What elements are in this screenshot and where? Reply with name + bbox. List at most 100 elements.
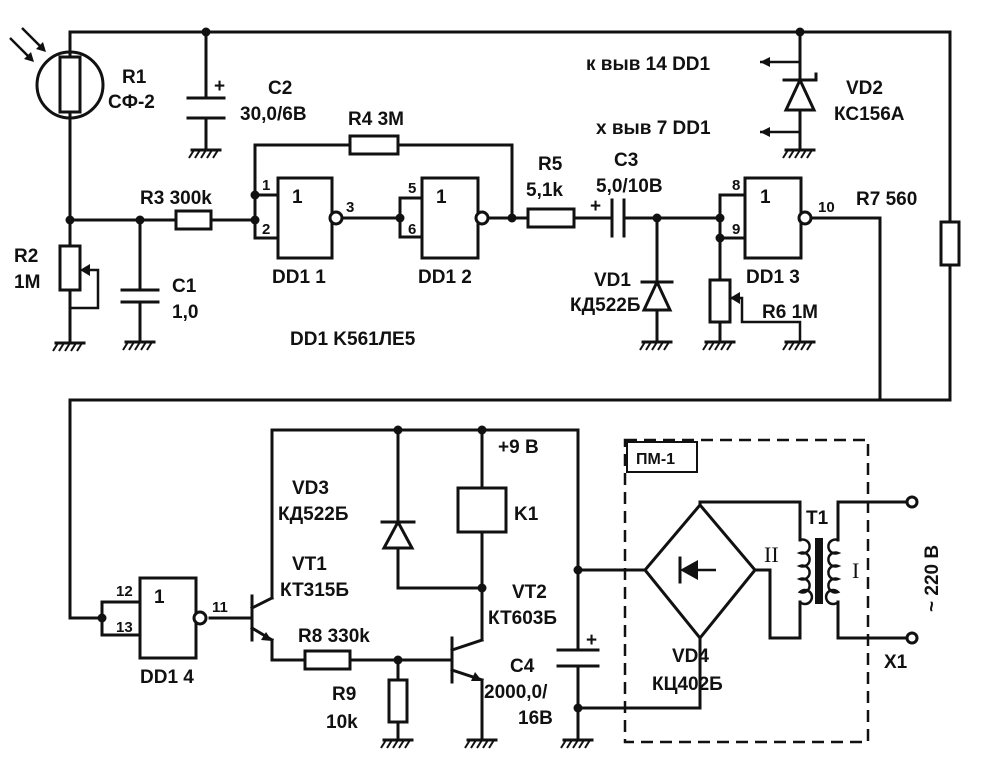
junction xyxy=(250,215,260,225)
svg-text:6: 6 xyxy=(408,221,416,238)
vt2-ref: VT2 xyxy=(512,582,547,603)
junction xyxy=(135,215,145,225)
wire-dd12-in6 xyxy=(398,216,424,239)
resistor-r9: R9 10k xyxy=(326,678,409,733)
dd1-3-ref: DD1 3 xyxy=(746,267,800,288)
diode-vd1: VD1 КД522Б xyxy=(570,270,674,316)
wire-dd14-in13 xyxy=(100,616,142,637)
svg-text:8: 8 xyxy=(732,177,740,194)
vt2-type: КТ603Б xyxy=(488,608,557,629)
ground-icon xyxy=(560,738,594,749)
photoresistor-envelope xyxy=(35,50,105,120)
wire-9v-rail xyxy=(270,428,580,600)
svg-text:1: 1 xyxy=(262,177,270,194)
ground-icon xyxy=(380,738,414,749)
zener-vd2: к выв 14 DD1 х выв 7 DD1 VD2 КС156А xyxy=(586,54,905,139)
module-pm1: ПМ-1 xyxy=(623,438,870,744)
dd1-2-ref: DD1 2 xyxy=(418,267,472,288)
junction xyxy=(715,213,725,223)
secondary-winding xyxy=(796,538,814,606)
c2-plus: + xyxy=(214,76,225,97)
junction xyxy=(201,27,211,37)
capacitor-c2: + C2 30,0/6B xyxy=(186,76,307,125)
junction xyxy=(393,425,403,435)
wire-prim-top xyxy=(836,500,910,542)
c1-ref: C1 xyxy=(172,276,197,297)
c2-ref: C2 xyxy=(268,78,292,99)
c1-value: 1,0 xyxy=(172,302,198,323)
wire-vd3-bottom xyxy=(396,546,484,590)
r9-ref: R9 xyxy=(332,684,356,705)
junction xyxy=(795,27,805,37)
transformer-t1: T1 II I xyxy=(764,508,859,606)
vd2-ref: VD2 xyxy=(846,78,883,99)
potentiometer-r2: R2 1M xyxy=(14,244,100,310)
junction xyxy=(573,565,583,575)
photoresistor-r1: R1 СФ-2 xyxy=(9,27,155,120)
transistor-vt2: VT2 КТ603Б xyxy=(450,582,557,684)
svg-text:12: 12 xyxy=(116,583,133,600)
module-tag xyxy=(626,441,698,473)
bridge-vd4: VD4 КЦ402Б xyxy=(643,502,757,695)
ground-icon xyxy=(52,341,86,352)
primary-winding xyxy=(824,538,842,606)
gate-dd1-4: 1 12 13 11 DD1 4 xyxy=(116,576,228,688)
vd4-ref: VD4 xyxy=(672,646,709,667)
svg-text:1: 1 xyxy=(154,587,165,608)
wire-dd12-in5 xyxy=(398,196,424,220)
wire-r4-left xyxy=(253,143,352,197)
r1-ref: R1 xyxy=(122,67,147,88)
photoresistor-body xyxy=(58,55,82,114)
wire-dd14-in12 xyxy=(100,600,142,620)
r8-label: R8 330k xyxy=(298,626,370,647)
ground-icon xyxy=(782,340,816,351)
ground-icon xyxy=(702,340,736,351)
x1-ref: X1 xyxy=(884,652,908,673)
junction xyxy=(395,213,405,223)
c3-value: 5,0/10B xyxy=(596,176,663,197)
svg-text:1: 1 xyxy=(292,187,303,208)
vd1-ref: VD1 xyxy=(594,270,631,291)
svg-text:2: 2 xyxy=(262,221,270,238)
ground-icon xyxy=(782,148,816,159)
vd4-type: КЦ402Б xyxy=(652,674,723,695)
wire-loop-dd14 xyxy=(68,398,952,620)
junction xyxy=(652,213,662,223)
c3-plus: + xyxy=(590,196,601,217)
svg-text:9: 9 xyxy=(732,221,740,238)
terminal xyxy=(905,631,919,645)
junction xyxy=(65,215,75,225)
gate-dd1-2: 1 5 6 DD1 2 xyxy=(408,176,490,288)
dd1-1-ref: DD1 1 xyxy=(272,267,326,288)
potentiometer-r6: R6 1M xyxy=(708,278,818,324)
svg-text:3: 3 xyxy=(346,199,354,216)
wire-dd11-in2 xyxy=(253,218,280,240)
r2-value: 1M xyxy=(14,272,40,293)
diode-icon xyxy=(680,560,698,580)
ground-symbols xyxy=(52,148,816,749)
wire-top-rail xyxy=(68,30,952,224)
wire-prim-bottom xyxy=(836,600,910,640)
k1-ref: K1 xyxy=(514,504,539,525)
transistor-vt1: VT1 КТ315Б xyxy=(249,554,349,643)
vt1-type: КТ315Б xyxy=(280,580,349,601)
junction xyxy=(477,583,487,593)
svg-text:11: 11 xyxy=(212,599,228,616)
supply-label: +9 В xyxy=(498,437,539,458)
r3-label: R3 300k xyxy=(140,188,212,209)
junction xyxy=(715,233,725,243)
r4-label: R4 3M xyxy=(348,109,404,130)
junction xyxy=(573,703,583,713)
c3-ref: C3 xyxy=(614,150,638,171)
module-boundary xyxy=(623,438,870,744)
pin14-note: к выв 14 DD1 xyxy=(586,54,711,75)
ground-icon xyxy=(188,148,222,159)
svg-text:5: 5 xyxy=(408,180,416,197)
r9-value: 10k xyxy=(326,712,358,733)
light-arrows-icon xyxy=(9,27,46,62)
r6-label: R6 1M xyxy=(762,302,818,323)
arrow-left-icon xyxy=(760,57,770,67)
vd1-type: КД522Б xyxy=(570,295,641,316)
vd3-type: КД522Б xyxy=(278,504,349,525)
